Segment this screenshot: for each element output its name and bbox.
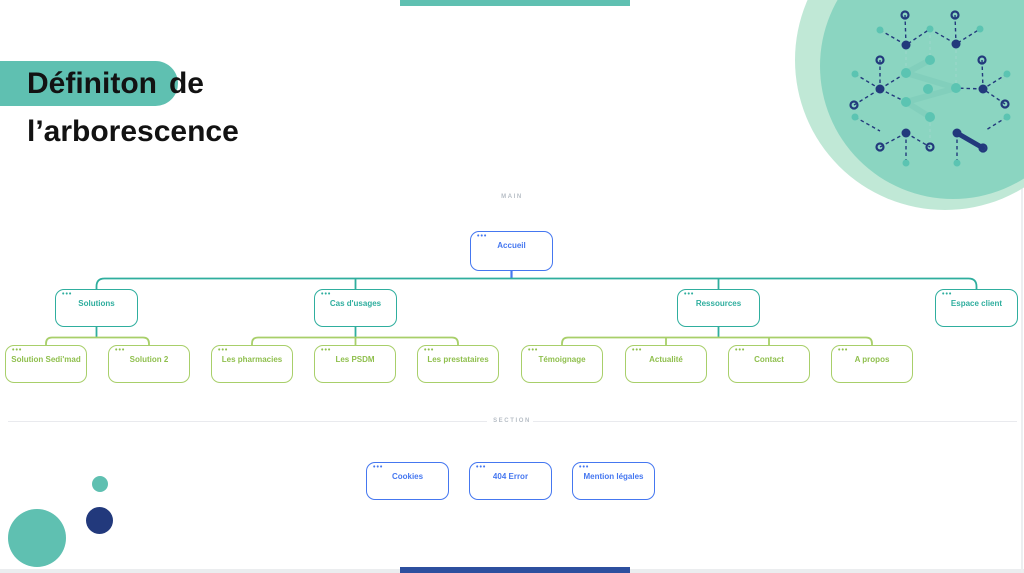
decor-dot-small-teal [92,476,108,492]
sitemap-node-solution-sedimad[interactable]: ••• Solution Sedi'mad [5,345,87,383]
title-highlight-pill [0,61,178,106]
sitemap-node-a-propos[interactable]: ••• A propos [831,345,913,383]
node-label: 404 Error [492,472,529,481]
thick-navy-link [954,130,986,151]
sitemap-node-solutions[interactable]: ••• Solutions [55,289,138,327]
sitemap-node-les-prestataires[interactable]: ••• Les prestataires [417,345,499,383]
node-label: A propos [854,355,890,364]
title-highlight-text: Définiton [27,67,157,100]
node-label: Accueil [497,241,526,250]
ring-dots [849,10,1010,153]
dashed-links-light [905,29,957,147]
ellipsis-icon: ••• [476,464,487,471]
node-label: Les prestataires [427,355,489,364]
network-molecule-graphic [795,0,1024,210]
sitemap-node-solution-2[interactable]: ••• Solution 2 [108,345,190,383]
section-divider-right [533,421,1017,422]
ellipsis-icon: ••• [12,347,23,354]
ellipsis-icon: ••• [735,347,746,354]
ellipsis-icon: ••• [838,347,849,354]
ellipsis-icon: ••• [477,233,488,240]
ellipsis-icon: ••• [62,291,73,298]
sitemap-node-temoignage[interactable]: ••• Témoignage [521,345,603,383]
sitemap-node-accueil[interactable]: ••• Accueil [470,231,553,271]
section-divider-left [8,421,487,422]
node-label: Solution Sedi'mad [11,355,81,364]
node-label: Mention légales [583,472,644,481]
node-label: Contact [754,355,784,364]
ellipsis-icon: ••• [632,347,643,354]
node-label: Solution 2 [129,355,169,364]
ellipsis-icon: ••• [218,347,229,354]
sitemap-node-les-psdm[interactable]: ••• Les PSDM [314,345,396,383]
ellipsis-icon: ••• [528,347,539,354]
ellipsis-icon: ••• [321,291,332,298]
sitemap-node-404-error[interactable]: ••• 404 Error [469,462,552,500]
sitemap-node-espace-client[interactable]: ••• Espace client [935,289,1018,327]
slide-title: Définiton de l’arborescence [0,60,239,156]
section-zone-label: SECTION [493,418,531,424]
ellipsis-icon: ••• [684,291,695,298]
main-zone-label: MAIN [501,194,523,200]
title-line-2: l’arborescence [27,115,239,148]
node-label: Solutions [78,299,115,308]
navy-dots [875,39,988,138]
top-accent-bar [400,0,630,6]
ellipsis-icon: ••• [424,347,435,354]
node-label: Cookies [391,472,424,481]
ellipsis-icon: ••• [373,464,384,471]
decor-dot-large-teal [8,509,66,567]
node-label: Les pharmacies [221,355,283,364]
node-label: Ressources [695,299,742,308]
decor-dot-navy [86,507,113,534]
bottom-accent-bar [400,567,630,573]
sitemap-node-ressources[interactable]: ••• Ressources [677,289,760,327]
right-edge-line [1021,0,1023,573]
ellipsis-icon: ••• [321,347,332,354]
ellipsis-icon: ••• [115,347,126,354]
sitemap-node-cookies[interactable]: ••• Cookies [366,462,449,500]
node-label: Les PSDM [335,355,375,364]
node-label: Espace client [950,299,1003,308]
node-label: Actualité [649,355,683,364]
ellipsis-icon: ••• [942,291,953,298]
teal-dots [851,25,1011,167]
ellipsis-icon: ••• [579,464,590,471]
sitemap-node-contact[interactable]: ••• Contact [728,345,810,383]
node-label: Cas d'usages [329,299,382,308]
node-label: Témoignage [538,355,586,364]
title-rest-text: de [168,67,204,100]
sitemap-node-cas-usages[interactable]: ••• Cas d'usages [314,289,397,327]
sitemap-node-actualite[interactable]: ••• Actualité [625,345,707,383]
sitemap-node-les-pharmacies[interactable]: ••• Les pharmacies [211,345,293,383]
sitemap-node-mention-legales[interactable]: ••• Mention légales [572,462,655,500]
title-line-1: Définiton de [0,60,239,108]
